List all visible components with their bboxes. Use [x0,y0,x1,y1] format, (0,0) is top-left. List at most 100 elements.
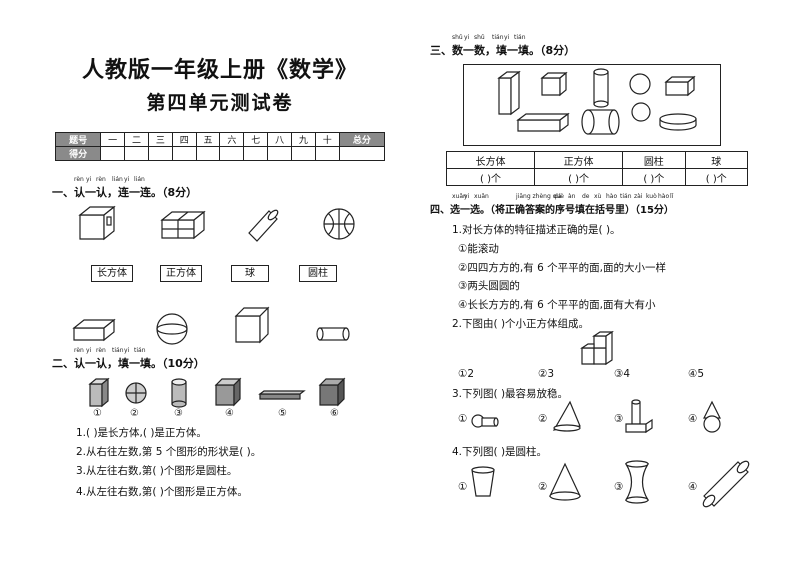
score-input-cell[interactable] [338,146,386,161]
pinyin: dá [554,193,562,200]
option-4-4-c-mark[interactable]: ③ [614,481,624,493]
score-cell: 七 [243,132,269,147]
cylinder-on-box-icon [625,399,653,434]
option-4-2-b[interactable]: ②3 [538,368,555,380]
score-input-cell[interactable] [314,146,340,161]
question-2-3[interactable]: 3.从左往右数,第( )个图形是圆柱。 [76,465,238,477]
hourglass-shape-icon [624,460,650,504]
count-answer-cell[interactable]: ( )个 [684,168,749,186]
question-4-1[interactable]: 1.对长方体的特征描述正确的是( )。 [452,224,621,236]
score-table: 题号 一 二 三 四 五 六 七 八 九 十 总分 得分 [54,132,386,161]
section-title-text: 二、认一认，填一填。（10分） [52,357,205,370]
question-4-3[interactable]: 3.下列图( )最容易放稳。 [452,388,569,400]
question-4-2[interactable]: 2.下图由( )个小正方体组成。 [452,318,590,330]
pinyin: xuǎn [452,193,467,200]
section-title-text: 四、选一选。（将正确答案的序号填在括号里）（15分） [430,205,674,216]
option-4-3-a-mark[interactable]: ① [458,413,468,425]
score-cell: 三 [147,132,173,147]
label-cube[interactable]: 正方体 [160,265,202,282]
cube-icon [234,306,270,344]
question-2-1[interactable]: 1.( )是长方体,( )是正方体。 [76,427,207,439]
pinyin: shǔ [474,34,485,41]
count-header: 圆柱 [622,151,686,169]
option-4-1-c[interactable]: ③两头圆圆的 [458,280,520,292]
label-cylinder[interactable]: 圆柱 [299,265,337,282]
count-header-row: 长方体 正方体 圆柱 球 [445,151,749,169]
pinyin: rèn [96,347,106,354]
score-input-cell[interactable] [124,146,149,161]
pinyin: lǐ [670,193,674,200]
score-cell: 题号 [54,132,102,147]
cube-icon [540,71,568,97]
tall-cylinder-icon [593,68,609,108]
pinyin: lián [112,176,123,183]
option-4-2-c[interactable]: ③4 [614,368,631,380]
pinyin: yi [124,176,130,183]
count-answer-cell[interactable]: ( )个 [534,168,624,186]
pinyin: de [582,193,590,200]
score-cell: 六 [219,132,245,147]
question-2-4[interactable]: 4.从左往右数,第( )个图形是正方体。 [76,486,248,498]
ball-icon [125,382,147,404]
can-cylinder-icon [171,378,187,408]
circled-number: ③ [174,408,183,419]
tilted-cylinder-icon [702,460,750,508]
cup-icon [471,466,495,497]
flat-cuboid-icon [516,112,570,133]
pinyin: shǔ [452,34,463,41]
label-sphere[interactable]: 球 [231,265,269,282]
pinyin: rèn [96,176,106,183]
pinyin: tián [112,347,124,354]
score-cell: 十 [314,132,340,147]
question-2-2[interactable]: 2.从右往左数,第 5 个图形的形状是( )。 [76,446,262,458]
option-4-3-b-mark[interactable]: ② [538,413,548,425]
count-header: 长方体 [445,151,536,169]
pinyin: rèn [74,176,84,183]
score-input-cell[interactable] [147,146,173,161]
option-4-1-a[interactable]: ①能滚动 [458,243,499,255]
cube-with-label-icon [78,205,116,241]
count-answer-cell[interactable]: ( )个 [622,168,686,186]
score-input-cell[interactable] [219,146,245,161]
lying-cylinder-icon [581,109,620,135]
pinyin: yi [504,34,510,41]
score-cell: 总分 [338,132,386,147]
option-4-1-b[interactable]: ②四四方方的,有 6 个平平的面,面的大小一样 [458,262,666,274]
count-answer-cell[interactable]: ( )个 [445,168,536,186]
circled-number: ④ [225,408,234,419]
score-input-cell[interactable] [267,146,293,161]
pinyin: tián [620,193,632,200]
option-4-1-d[interactable]: ④长长方方的,有 6 个平平的面,面有大有小 [458,299,656,311]
score-input-cell[interactable] [100,146,126,161]
pinyin: kuò [646,193,657,200]
circled-number: ① [93,408,102,419]
option-4-3-d-mark[interactable]: ④ [688,413,698,425]
label-cuboid[interactable]: 长方体 [91,265,133,282]
basketball-icon [323,208,355,240]
count-header: 球 [684,151,749,169]
option-4-4-b-mark[interactable]: ② [538,481,548,493]
option-4-4-d-mark[interactable]: ④ [688,481,698,493]
circled-number: ⑥ [330,408,339,419]
pinyin: xù [594,193,602,200]
question-4-4[interactable]: 4.下列图( )是圆柱。 [452,446,548,458]
pinyin: yi [86,176,92,183]
option-4-2-a[interactable]: ①2 [458,368,475,380]
option-4-3-c-mark[interactable]: ③ [614,413,624,425]
tall-cuboid-icon [497,70,521,116]
option-4-2-d[interactable]: ④5 [688,368,705,380]
section-title-text: 三、数一数，填一填。（8分） [430,44,576,57]
score-input-cell[interactable] [195,146,221,161]
score-cell: 一 [100,132,126,147]
score-input-cell[interactable] [243,146,269,161]
pinyin: xuǎn [474,193,489,200]
tilted-cone-icon [552,400,581,432]
section1-title: rèn yi rèn lián yi lián 一、认一认，连一连。（8分） [52,176,197,200]
option-4-4-a-mark[interactable]: ① [458,481,468,493]
score-input-cell[interactable] [171,146,197,161]
score-input-cell[interactable] [291,146,316,161]
small-cylinder-icon [316,327,350,341]
count-answer-row: ( )个 ( )个 ( )个 ( )个 [445,168,749,186]
stacked-cubes-icon [580,330,614,366]
pinyin: rèn [74,347,84,354]
